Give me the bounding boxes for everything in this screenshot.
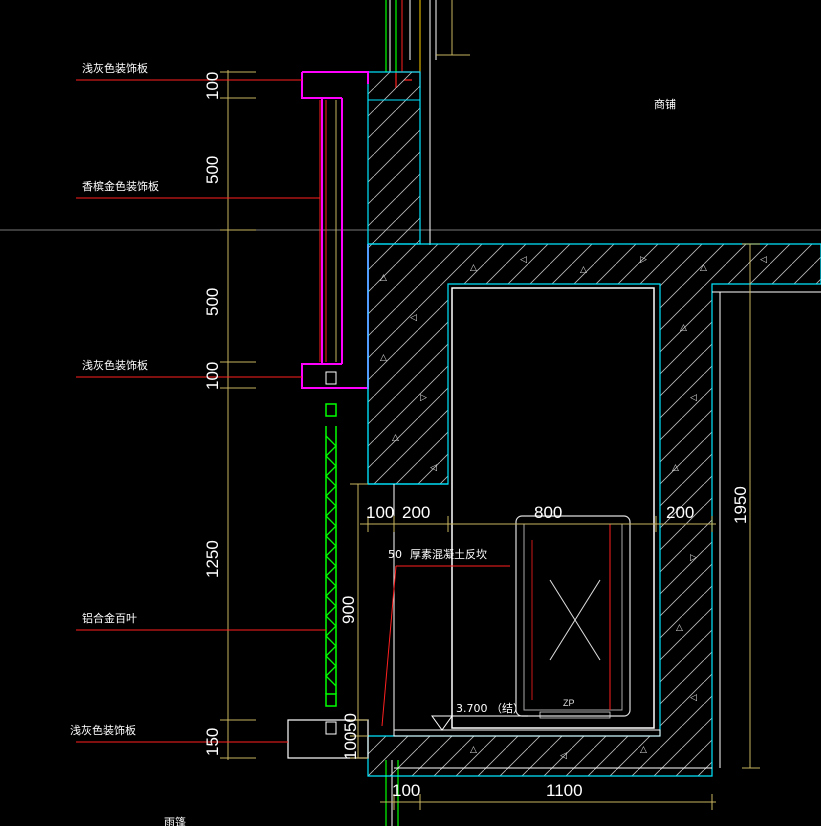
opening-outline [451, 287, 655, 729]
label-light-gray-panel-bottom: 浅灰色装饰板 [70, 723, 136, 737]
upper-concrete-column [367, 71, 421, 245]
svg-text:▷: ▷ [640, 255, 647, 265]
label-champagne-gold-panel: 香槟金色装饰板 [82, 179, 159, 193]
svg-text:◁: ◁ [760, 255, 767, 265]
dim-h-100-bottom: 100 [392, 781, 420, 800]
svg-text:▷: ▷ [420, 393, 427, 403]
horizontal-dimension-chains [360, 516, 716, 810]
label-elevation: 3.700 （结） [456, 702, 524, 715]
dim-h-200-b: 200 [666, 503, 694, 522]
label-light-gray-panel-mid: 浅灰色装饰板 [82, 358, 148, 372]
label-concrete-slope-dim: 50 [388, 548, 402, 561]
dim-v-50: 50 [341, 713, 360, 732]
left-dimension-chain [220, 70, 760, 769]
label-aluminum-louver: 铝合金百叶 [82, 611, 137, 625]
dim-v-500-b: 500 [203, 288, 222, 316]
bottom-slab-outline [393, 729, 661, 737]
dim-v-150: 150 [203, 728, 222, 756]
dim-v-1250: 1250 [203, 540, 222, 578]
dim-h-800: 800 [534, 503, 562, 522]
label-concrete-slope: 厚素混凝土反坎 [410, 547, 487, 561]
svg-text:△: △ [380, 353, 387, 363]
svg-text:◁: ◁ [690, 693, 697, 703]
svg-text:△: △ [380, 273, 387, 283]
dim-h-100: 100 [366, 503, 394, 522]
svg-text:△: △ [470, 745, 477, 755]
aluminum-louver [325, 371, 337, 735]
panel-inner-lines [319, 100, 337, 362]
concrete-speckles: △ ◁ △ ▷ △ ◁ △ ◁ △ ▷ △ ◁ △ ◁ △ ▷ △ ◁ △ ◁ △ [380, 255, 767, 761]
dim-v-100-bottom: 100 [341, 732, 360, 760]
svg-text:△: △ [640, 745, 647, 755]
bottom-panel [287, 719, 369, 759]
svg-text:△: △ [580, 265, 587, 275]
svg-text:◁: ◁ [410, 313, 417, 323]
dim-v-100-b: 100 [203, 362, 222, 390]
svg-text:◁: ◁ [430, 463, 437, 473]
svg-text:△: △ [676, 623, 683, 633]
svg-text:△: △ [470, 263, 477, 273]
svg-text:◁: ◁ [560, 751, 567, 761]
svg-text:ZP: ZP [563, 698, 575, 708]
svg-text:▷: ▷ [690, 553, 697, 563]
elevation-marker [431, 715, 528, 731]
decorative-panel-outline [301, 71, 369, 389]
label-bottom-partial: 雨篷 [164, 815, 186, 826]
svg-text:△: △ [700, 263, 707, 273]
dim-v-900: 900 [339, 596, 358, 624]
dim-h-1100: 1100 [546, 781, 583, 800]
svg-text:△: △ [680, 323, 687, 333]
equipment-unit: ZP [515, 515, 631, 719]
dim-v-500-a: 500 [203, 156, 222, 184]
label-shop: 商铺 [654, 97, 676, 111]
svg-text:◁: ◁ [690, 393, 697, 403]
label-light-gray-panel-top: 浅灰色装饰板 [82, 61, 148, 75]
label-leaders [76, 79, 510, 743]
svg-text:△: △ [392, 433, 399, 443]
svg-text:△: △ [672, 463, 679, 473]
floor-slab [367, 243, 821, 777]
dim-v-100-top: 100 [203, 72, 222, 100]
svg-text:◁: ◁ [520, 255, 527, 265]
dim-v-1950: 1950 [731, 486, 750, 524]
dim-h-200-a: 200 [402, 503, 430, 522]
